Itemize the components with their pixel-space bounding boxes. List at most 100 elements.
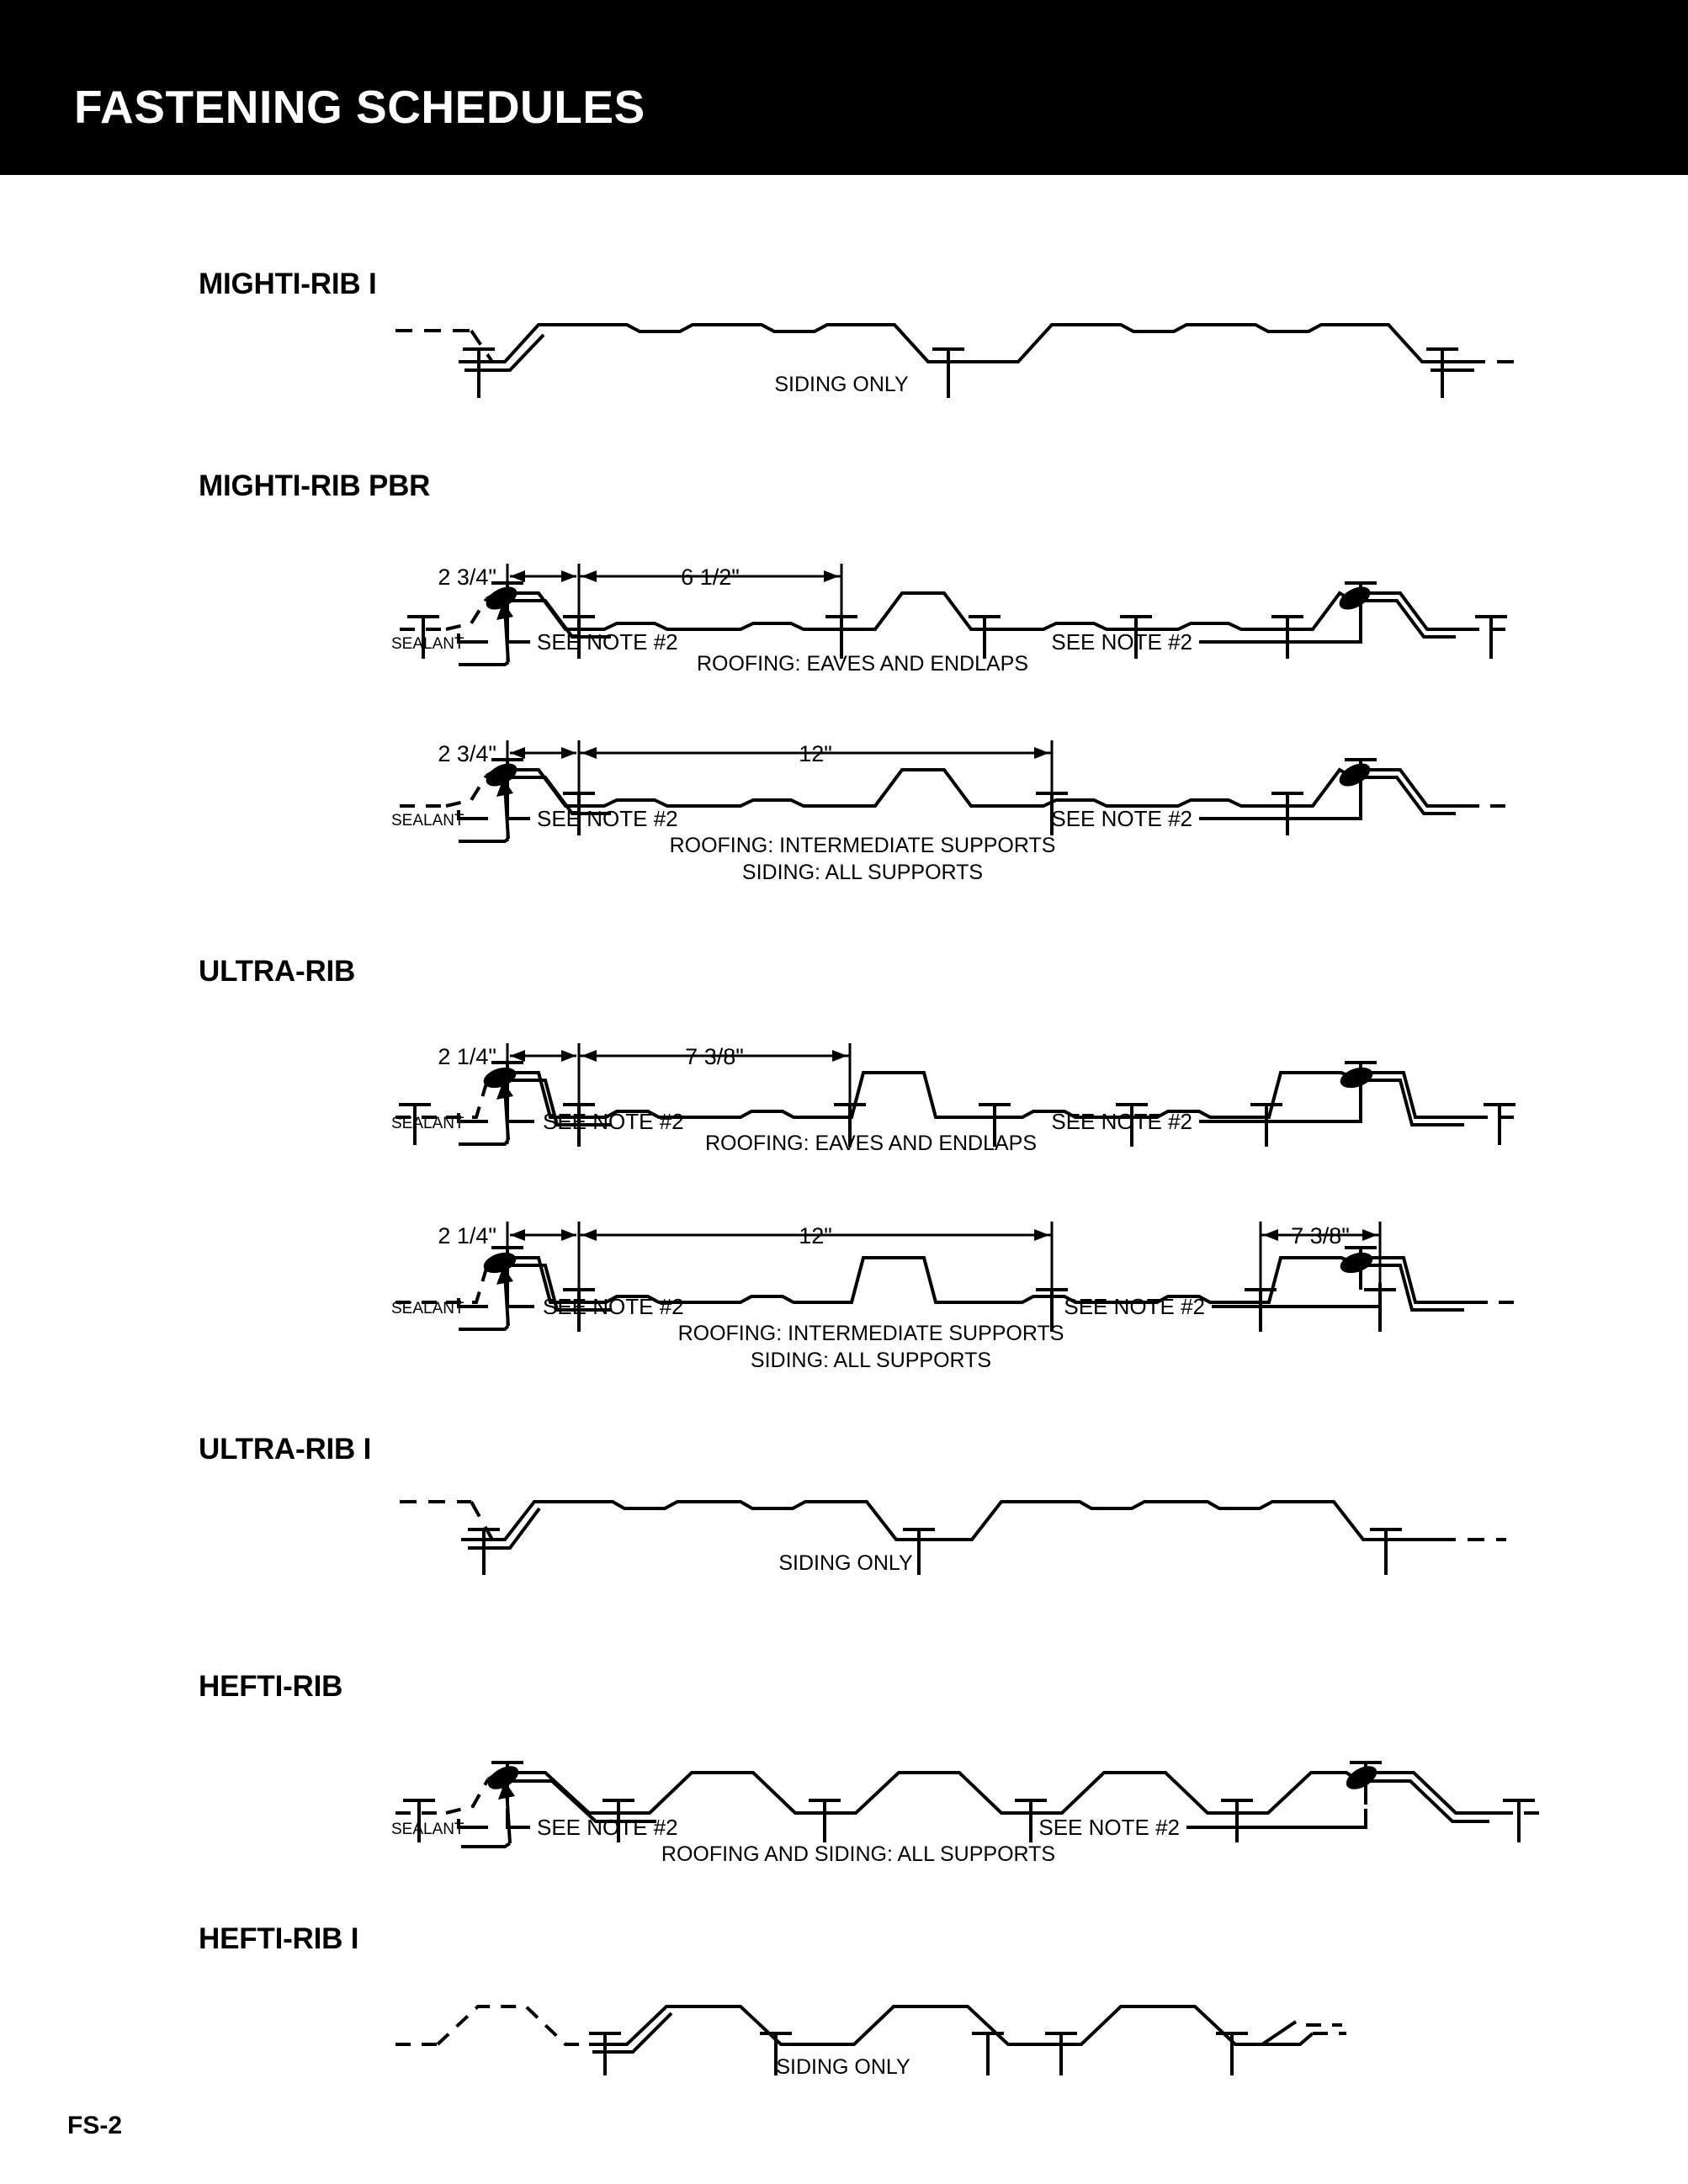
sealant-blob bbox=[1346, 1766, 1377, 1789]
page-number-label: FS-2 bbox=[67, 2112, 123, 2139]
diagram-mighti-rib-i-siding: SIDING ONLY bbox=[0, 310, 1688, 419]
fastener-icon bbox=[1045, 2032, 1077, 2075]
diagram-caption: ROOFING: EAVES AND ENDLAPS bbox=[705, 1132, 1037, 1155]
panel-profile bbox=[486, 1256, 1354, 1304]
diagram-caption: ROOFING: EAVES AND ENDLAPS bbox=[697, 652, 1028, 676]
fastener-icon bbox=[563, 615, 595, 659]
note-leader-left bbox=[506, 618, 530, 644]
arrowhead-left bbox=[581, 570, 597, 582]
fastener-icon bbox=[491, 758, 523, 802]
see-note-label: SEE NOTE #2 bbox=[1051, 1109, 1192, 1134]
hefti-rib-annotations: SEALANT SEE NOTE #2 SEE NOTE #2 ROOFING … bbox=[391, 1809, 1367, 1866]
arrowhead-right bbox=[824, 570, 839, 582]
fastener-icon bbox=[903, 1528, 935, 1575]
fastener-icon bbox=[589, 2032, 621, 2075]
panel-profile bbox=[485, 767, 1351, 808]
see-note-label: SEE NOTE #2 bbox=[1051, 806, 1192, 831]
sealant-blob bbox=[486, 763, 518, 787]
fastener-group bbox=[463, 347, 1458, 398]
fastener-icon bbox=[1036, 792, 1068, 835]
section-heading: ULTRA-RIB I bbox=[199, 1433, 372, 1466]
fastener-icon bbox=[932, 347, 964, 398]
sealant-leader-line bbox=[457, 633, 488, 644]
fastener-icon bbox=[1345, 1246, 1377, 1290]
dimension-label: 6 1/2" bbox=[681, 565, 740, 590]
diagram-ultra-rib-i-siding: SIDING ONLY bbox=[0, 1481, 1688, 1598]
see-note-label: SEE NOTE #2 bbox=[537, 629, 678, 655]
leader-arrowhead bbox=[496, 1266, 513, 1285]
header-banner: FASTENING SCHEDULES bbox=[0, 0, 1688, 175]
ultra-rib-intermediate-annotations: SEALANT SEE NOTE #2 SEE NOTE #2 ROOFING:… bbox=[391, 1283, 1382, 1372]
see-note-label: SEE NOTE #2 bbox=[543, 1109, 684, 1134]
sealant-leader-line bbox=[457, 1819, 488, 1829]
fastener-group bbox=[403, 1761, 1535, 1842]
fastener-icon bbox=[1015, 1799, 1047, 1842]
panel-profile bbox=[459, 323, 1468, 363]
diagram-mighti-rib-pbr-eaves: 2 3/4" 6 1/2" bbox=[0, 517, 1688, 669]
diagram-hefti-rib-i-siding: SIDING ONLY bbox=[0, 1973, 1688, 2099]
fastener-icon bbox=[1350, 1761, 1382, 1805]
sealant-blob bbox=[487, 1766, 519, 1789]
sealant-blob bbox=[486, 586, 518, 610]
diagram-caption: SIDING ONLY bbox=[776, 2055, 910, 2079]
see-note-label: SEE NOTE #2 bbox=[1064, 1294, 1205, 1319]
note-leader-left bbox=[506, 1283, 534, 1308]
pbr-eaves-annotations: SEALANT SEE NOTE #2 SEE NOTE #2 ROOFING:… bbox=[391, 618, 1362, 676]
fastener-icon bbox=[809, 1799, 841, 1842]
note-leader-left bbox=[506, 1809, 530, 1829]
note-leader-right bbox=[1212, 1283, 1382, 1308]
leader-arrowhead bbox=[496, 1081, 513, 1100]
dimension-label: 2 1/4" bbox=[438, 1044, 496, 1069]
fastener-icon bbox=[969, 615, 1001, 659]
diagram-caption: SIDING ONLY bbox=[778, 1551, 913, 1575]
diagram-caption-second: SIDING: ALL SUPPORTS bbox=[742, 861, 983, 884]
note-leader-right bbox=[1186, 1809, 1367, 1829]
fastener-group bbox=[399, 1061, 1515, 1147]
panel-profile bbox=[486, 1071, 1354, 1119]
dimension-label: 2 3/4" bbox=[438, 741, 496, 766]
fastener-icon bbox=[563, 1288, 595, 1332]
sealant-blob bbox=[1340, 1067, 1373, 1089]
dimension-label: 7 3/8" bbox=[685, 1044, 744, 1069]
dimension-label: 2 1/4" bbox=[438, 1223, 496, 1248]
arrowhead-left bbox=[510, 570, 525, 582]
sealant-leader-line bbox=[457, 1113, 488, 1123]
note-leader-left bbox=[506, 795, 530, 820]
sealant-leader-line bbox=[457, 1298, 488, 1308]
fastener-icon bbox=[1345, 581, 1377, 625]
fastener-icon bbox=[463, 347, 495, 398]
note-leader-right bbox=[1199, 618, 1362, 644]
diagram-caption: ROOFING: INTERMEDIATE SUPPORTS bbox=[678, 1322, 1064, 1345]
section-heading: MIGHTI-RIB I bbox=[199, 268, 377, 300]
fastener-icon bbox=[491, 1246, 523, 1290]
section-heading: HEFTI-RIB I bbox=[199, 1922, 359, 1955]
pbr-intermediate-annotations: SEALANT SEE NOTE #2 SEE NOTE #2 ROOFING:… bbox=[391, 795, 1362, 884]
leader-arrowhead bbox=[496, 602, 513, 620]
note-leader-right bbox=[1199, 795, 1362, 820]
fastener-icon bbox=[825, 615, 857, 659]
dimension-label: 12" bbox=[799, 741, 832, 766]
fastener-icon bbox=[1370, 1528, 1402, 1575]
fastener-icon bbox=[1484, 1103, 1515, 1145]
fastener-group bbox=[589, 2032, 1248, 2075]
sealant-label: SEALANT bbox=[391, 1115, 464, 1132]
fastener-icon bbox=[1475, 615, 1507, 659]
diagram-caption-second: SIDING: ALL SUPPORTS bbox=[751, 1349, 991, 1372]
leader-arrowhead bbox=[496, 778, 513, 797]
fastener-group bbox=[407, 581, 1507, 659]
diagram-caption: SIDING ONLY bbox=[774, 373, 909, 396]
fastener-icon bbox=[1345, 1061, 1377, 1105]
section-heading: HEFTI-RIB bbox=[199, 1670, 343, 1703]
section-heading: ULTRA-RIB bbox=[199, 955, 356, 988]
fastener-icon bbox=[1116, 1103, 1148, 1147]
dimension-label: 7 3/8" bbox=[1291, 1223, 1350, 1248]
diagram-caption: ROOFING AND SIDING: ALL SUPPORTS bbox=[661, 1842, 1055, 1866]
see-note-label: SEE NOTE #2 bbox=[1038, 1815, 1180, 1840]
sealant-label: SEALANT bbox=[391, 812, 464, 830]
arrowheads bbox=[510, 747, 1049, 759]
fastener-icon bbox=[563, 1103, 595, 1147]
diagram-ultra-rib-eaves: 2 1/4" 7 3/8" bbox=[0, 997, 1688, 1148]
sidelap-left bbox=[468, 1507, 541, 1550]
arrowheads bbox=[510, 1229, 1377, 1241]
panel-profile bbox=[461, 1500, 1439, 1541]
